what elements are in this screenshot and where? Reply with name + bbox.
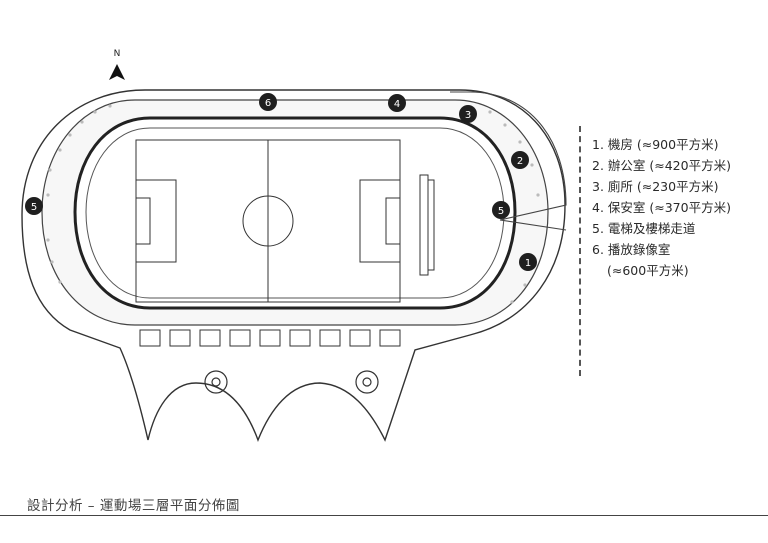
entrance-arches xyxy=(204,370,379,394)
marker-5-east: 5 xyxy=(492,201,510,219)
legend-item-6: 6. 播放錄像室 xyxy=(592,242,671,257)
legend-item-3: 3. 廁所 (≈230平方米) xyxy=(592,179,719,194)
marker-5-west: 5 xyxy=(25,197,43,215)
marker-6: 6 xyxy=(259,93,277,111)
legend-item-2: 2. 辦公室 (≈420平方米) xyxy=(592,158,731,173)
football-pitch xyxy=(135,139,401,303)
east-rooms xyxy=(450,91,567,231)
legend-item-5: 5. 電梯及樓梯走道 xyxy=(592,221,696,236)
svg-text:2: 2 xyxy=(517,156,523,167)
svg-text:6: 6 xyxy=(265,98,271,109)
marker-3: 3 xyxy=(459,105,477,123)
svg-text:4: 4 xyxy=(394,99,400,110)
track-lane-inner xyxy=(85,127,505,299)
svg-text:1: 1 xyxy=(525,258,531,269)
north-label: N xyxy=(114,49,121,59)
svg-text:3: 3 xyxy=(465,110,471,121)
markers: 1 2 3 4 5 5 6 xyxy=(25,93,537,271)
legend-item-4: 4. 保安室 (≈370平方米) xyxy=(592,200,731,215)
marker-1: 1 xyxy=(519,253,537,271)
legend-item-6-area: (≈600平方米) xyxy=(607,263,689,278)
elevator-bar xyxy=(419,174,435,276)
running-track xyxy=(73,116,517,310)
bottom-rule xyxy=(0,515,768,516)
legend-divider xyxy=(579,126,581,376)
north-arrow-icon: N xyxy=(109,49,125,80)
legend: 1. 機房 (≈900平方米) 2. 辦公室 (≈420平方米) 3. 廁所 (… xyxy=(592,134,731,281)
page-caption: 設計分析 – 運動場三層平面分佈圖 xyxy=(27,498,240,514)
svg-text:5: 5 xyxy=(31,202,37,213)
south-stand-boxes xyxy=(139,329,401,347)
marker-2: 2 xyxy=(511,151,529,169)
legend-item-1: 1. 機房 (≈900平方米) xyxy=(592,137,719,152)
svg-text:5: 5 xyxy=(498,206,504,217)
marker-4: 4 xyxy=(388,94,406,112)
